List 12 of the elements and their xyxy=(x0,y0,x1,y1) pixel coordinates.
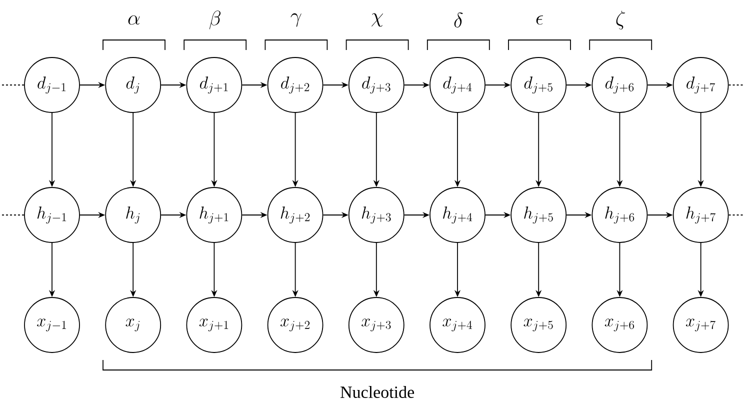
dotted-line xyxy=(2,84,24,86)
bracket-label: Nucleotide xyxy=(340,386,414,398)
bracket-label: $\alpha$ xyxy=(128,15,140,25)
bracket-label: $\beta$ xyxy=(209,10,221,30)
bracket-label: $\epsilon$ xyxy=(536,16,544,25)
bracket-label: $\zeta$ xyxy=(616,10,626,30)
dotted-line xyxy=(2,214,24,216)
bracket-label: $\chi$ xyxy=(372,13,383,27)
dotted-line xyxy=(728,214,744,216)
bracket-label: $\delta$ xyxy=(454,12,463,28)
bracket-label: $\gamma$ xyxy=(290,13,302,27)
dotted-line xyxy=(728,84,744,86)
